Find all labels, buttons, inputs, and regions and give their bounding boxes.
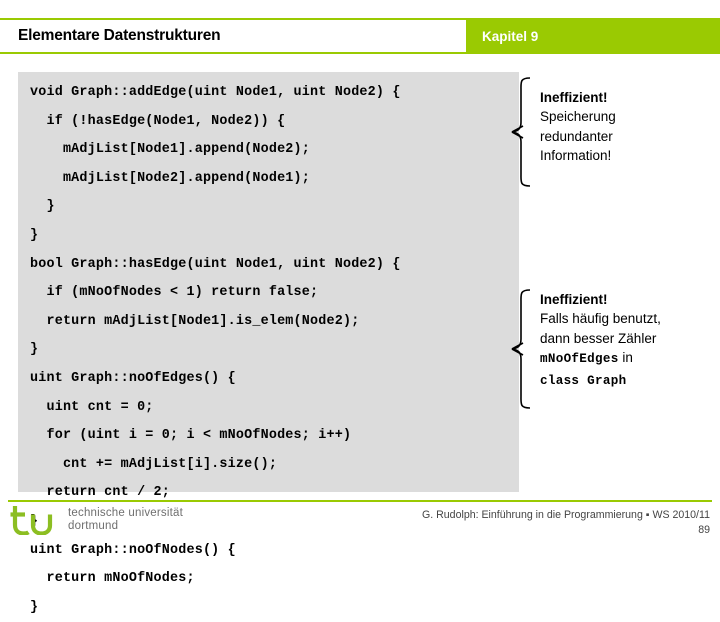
- code-line: mAdjList[Node2].append(Node1);: [30, 170, 311, 186]
- code-line: cnt += mAdjList[i].size();: [30, 456, 278, 472]
- logo-line-2: dortmund: [68, 520, 119, 532]
- annotation-top-title: Ineffizient!: [540, 90, 608, 105]
- annotation-line: dann besser Zähler: [540, 329, 720, 349]
- code-line: return mNoOfNodes;: [30, 571, 195, 587]
- code-line: uint cnt = 0;: [30, 399, 154, 415]
- annotation-text: Speicherung: [540, 109, 616, 124]
- annotation-text: Information!: [540, 148, 612, 163]
- annotation-text: in: [618, 350, 633, 365]
- annotation-text: redundanter: [540, 128, 613, 144]
- code-block: void Graph::addEdge(uint Node1, uint Nod…: [18, 72, 519, 615]
- code-line: uint Graph::noOfEdges() {: [30, 370, 236, 386]
- code-token: class Graph: [540, 373, 627, 388]
- tu-dortmund-logo: technische universität dortmund: [10, 505, 183, 535]
- annotation-bottom-title: Ineffizient!: [540, 292, 608, 307]
- annotation-text: dann besser Zähler: [540, 330, 657, 346]
- annotation-line: Falls häufig benutzt,: [540, 309, 720, 329]
- code-line: for (uint i = 0; i < mNoOfNodes; i++): [30, 428, 352, 444]
- annotation-line: Information!: [540, 146, 720, 166]
- code-line: }: [30, 342, 39, 358]
- page-number: 89: [698, 524, 710, 536]
- code-line: void Graph::addEdge(uint Node1, uint Nod…: [30, 85, 401, 100]
- annotation-line: mNoOfEdges in: [540, 348, 720, 370]
- annotation-line: redundanter: [540, 127, 720, 147]
- slide-title-box: Elementare Datenstrukturen: [0, 20, 466, 52]
- chapter-label: Kapitel 9: [482, 28, 539, 44]
- slide-header-bar: Elementare Datenstrukturen Kapitel 9: [0, 18, 720, 54]
- code-line: bool Graph::hasEdge(uint Node1, uint Nod…: [30, 256, 401, 272]
- tu-logo-icon: [10, 506, 53, 535]
- annotation-text: Falls häufig benutzt,: [540, 311, 661, 326]
- tu-logo-wordmark: technische universität dortmund: [68, 507, 183, 533]
- code-line: return mAdjList[Node1].is_elem(Node2);: [30, 313, 360, 329]
- code-line: }: [30, 599, 39, 615]
- annotation-line: class Graph: [540, 370, 720, 392]
- annotation-bottom-body: Falls häufig benutzt, dann besser Zähler m…: [540, 309, 720, 391]
- code-lines: void Graph::addEdge(uint Node1, uint Nod…: [30, 79, 519, 622]
- page-title: Elementare Datenstrukturen: [18, 27, 221, 44]
- code-line: mAdjList[Node1].append(Node2);: [30, 142, 311, 158]
- code-line: }: [30, 227, 39, 243]
- code-line: if (mNoOfNodes < 1) return false;: [30, 285, 319, 301]
- code-line: if (!hasEdge(Node1, Node2)) {: [30, 113, 286, 129]
- code-line: uint Graph::noOfNodes() {: [30, 542, 236, 558]
- logo-line-1: technische universität: [68, 507, 183, 519]
- annotation-line: Speicherung: [540, 107, 720, 127]
- code-token: mNoOfEdges: [540, 352, 619, 366]
- footer-credit: G. Rudolph: Einführung in die Programmie…: [422, 509, 710, 521]
- code-line: return cnt / 2;: [30, 485, 171, 501]
- footer-divider: [8, 500, 712, 502]
- code-line: }: [30, 199, 55, 215]
- annotation-bottom: Ineffizient! Falls häufig benutzt, dann b…: [540, 290, 720, 391]
- footer-credit-block: G. Rudolph: Einführung in die Programmie…: [422, 508, 710, 538]
